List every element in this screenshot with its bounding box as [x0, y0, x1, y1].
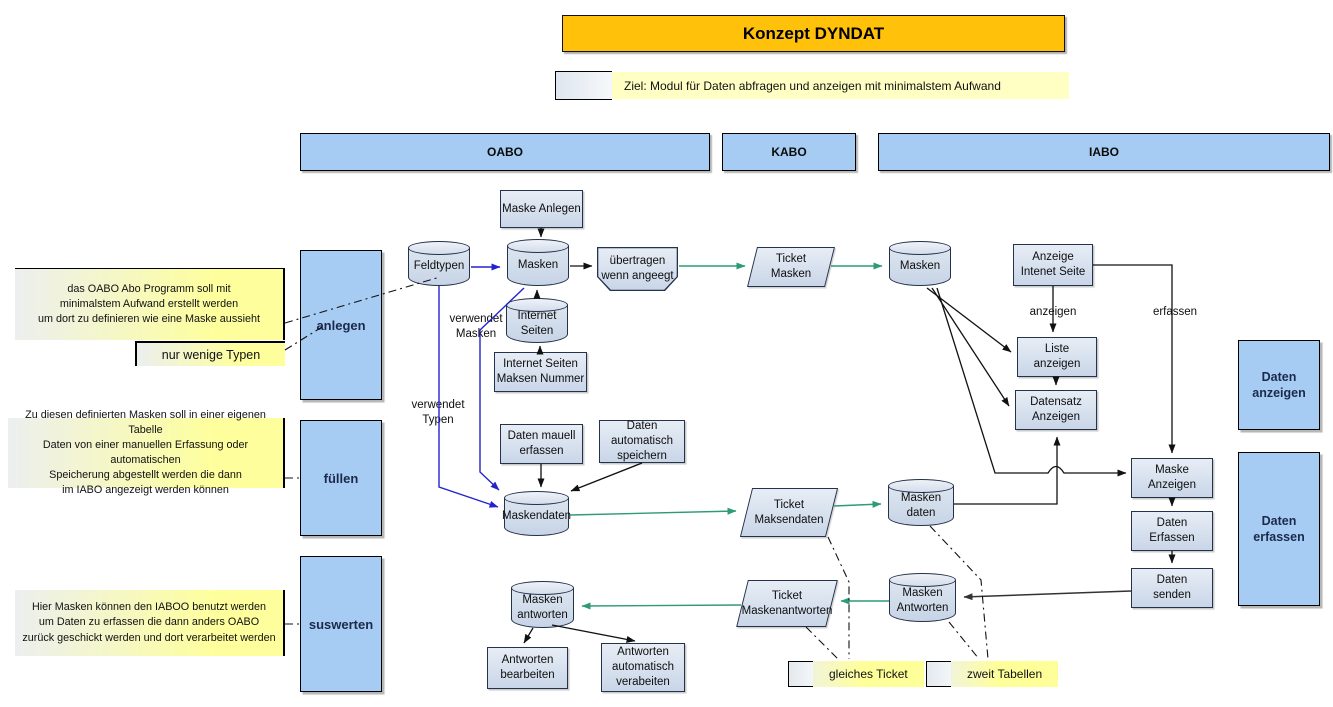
- callout-zweit-tabellen: zweit Tabellen: [926, 661, 1059, 687]
- ticket-maskenantworten: Ticket Maskenantworten: [742, 580, 833, 627]
- callout-stub-icon: [926, 661, 951, 687]
- edge-label-verwendet-typen: verwendet Typen: [411, 399, 465, 426]
- phase-box-anlegen: anlegen: [300, 250, 382, 400]
- node-daten-automatisch-speichern: Daten automatisch speichern: [599, 420, 685, 463]
- node-liste-anzeigen: Liste anzeigen: [1017, 337, 1097, 377]
- callout-stub-icon: [788, 661, 813, 687]
- database-masken-oabo: Masken: [506, 239, 570, 286]
- node-anzeige-internet-seite: Anzeige Intenet Seite: [1013, 244, 1093, 286]
- node-antworten-automatisch: Antworten automatisch verabeiten: [601, 643, 685, 692]
- phase-box-auswerten: suswerten: [300, 556, 382, 692]
- edge-label-erfassen: erfassen: [1152, 306, 1198, 318]
- column-header-kabo: KABO: [722, 133, 856, 171]
- column-header-oabo: OABO: [300, 133, 710, 171]
- note-typen: nur wenige Typen: [135, 341, 285, 366]
- phase-box-fuellen: füllen: [300, 420, 382, 536]
- edge-label-verwendet-masken: verwendet Masken: [449, 313, 503, 340]
- node-daten-erfassen: Daten Erfassen: [1131, 511, 1213, 551]
- node-internet-seiten-nummer: Internet Seiten Maksen Nummer: [494, 352, 587, 392]
- database-masken-antworten-oabo: Masken antworten: [510, 581, 575, 628]
- goal-note: Ziel: Modul für Daten abfragen und anzei…: [612, 72, 1069, 99]
- column-header-iabo: IABO: [878, 133, 1330, 171]
- title-banner: Konzept DYNDAT: [562, 15, 1065, 52]
- note-fuellen: Zu diesen definierten Masken soll in ein…: [8, 409, 285, 496]
- node-daten-senden: Daten senden: [1131, 568, 1213, 608]
- database-masken-antworten-iabo: Masken Antworten: [888, 573, 957, 622]
- node-antworten-bearbeiten: Antworten bearbeiten: [487, 647, 568, 689]
- node-maske-anlegen: Maske Anlegen: [500, 190, 583, 228]
- database-masken-iabo: Masken: [888, 241, 952, 286]
- ticket-masken: Ticket Masken: [752, 247, 830, 287]
- ticket-maksendaten: Ticket Maksendaten: [746, 488, 832, 537]
- callout-gleiches-ticket: gleiches Ticket: [788, 661, 924, 687]
- edge-label-anzeigen: anzeigen: [1029, 306, 1077, 318]
- node-daten-manuell-erfassen: Daten mauell erfassen: [500, 424, 583, 464]
- database-feldtypen: Feldtypen: [407, 241, 471, 286]
- note-auswerten: Hier Masken können den IABOO benutzt wer…: [15, 590, 285, 656]
- goal-note-stub-icon: [555, 71, 612, 100]
- node-maske-anzeigen: Maske Anzeigen: [1131, 458, 1213, 498]
- database-internet-seiten: Internet Seiten: [505, 298, 569, 343]
- database-masken-daten-iabo: Masken daten: [887, 479, 955, 526]
- group-daten-anzeigen: Daten anzeigen: [1238, 340, 1320, 430]
- note-anlegen: das OABO Abo Programm soll mit minimalst…: [15, 268, 285, 340]
- node-uebertragen: übertragen wenn angeegt: [597, 247, 678, 291]
- node-datensatz-anzeigen: Datensatz Anzeigen: [1015, 390, 1097, 430]
- group-daten-erfassen: Daten erfassen: [1238, 452, 1320, 606]
- database-maskendaten: Maskendaten: [502, 491, 571, 536]
